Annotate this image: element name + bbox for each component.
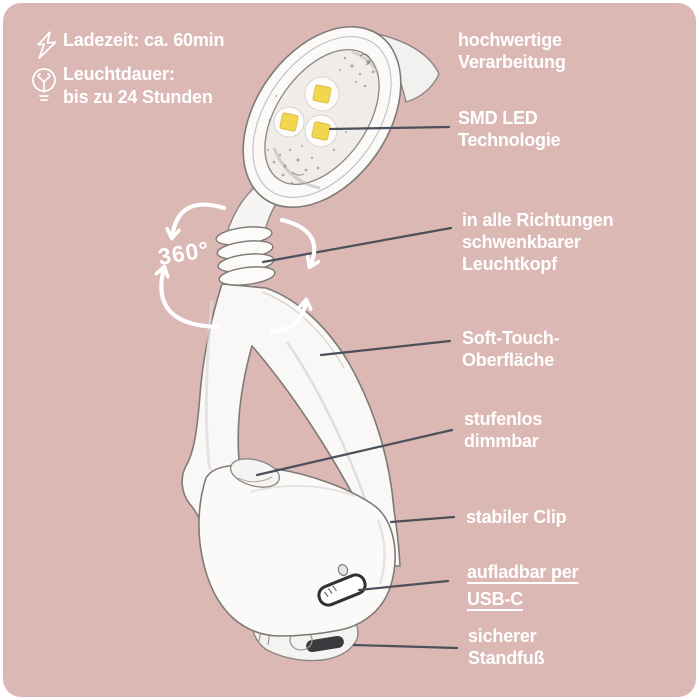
- arm-inner-line: [261, 291, 345, 369]
- led-chip: [279, 112, 299, 132]
- leader-line-usb-c: [357, 579, 450, 592]
- light-duration-text: Leuchtdauer: bis zu 24 Stunden: [63, 64, 213, 107]
- lightning-bolt-icon: [37, 31, 57, 59]
- leader-line-smd-led: [328, 125, 451, 131]
- feature-label-usb-c: aufladbar per USB-C: [467, 562, 579, 609]
- feature-label-verarbeitung: hochwertige Verarbeitung: [458, 30, 566, 72]
- leader-line-clip: [389, 515, 456, 524]
- lamp-head-rim: [252, 35, 392, 199]
- pillar-shading: [204, 299, 214, 471]
- rotation-arc-left: [161, 268, 221, 330]
- light-bulb-icon: [32, 68, 56, 101]
- leader-line-standfuss: [352, 643, 459, 650]
- feature-label-smd-led: SMD LED Technologie: [458, 108, 561, 150]
- gooseneck-rib: [218, 266, 276, 286]
- body-shading: [249, 484, 356, 497]
- rotation-arc-top-left: [172, 202, 227, 237]
- usb-c-port: [317, 573, 367, 607]
- leader-line-soft-touch: [319, 339, 452, 357]
- feature-label-schwenkbarer-leuchtkopf: in alle Richtungen schwenkbarer Leuchtko…: [462, 210, 614, 274]
- rotation-arrows: [161, 202, 314, 335]
- feature-label-soft-touch: Soft-Touch- Oberfläche: [462, 328, 560, 370]
- feature-label-standfuss: sicherer Standfuß: [468, 626, 545, 668]
- lens-sketch-squiggle: [359, 53, 371, 66]
- feature-label-dimmbar: stufenlos dimmbar: [464, 409, 543, 451]
- leader-line-schwenkbar: [261, 226, 453, 264]
- leader-line-dimmbar: [255, 428, 454, 477]
- led-chip: [311, 121, 331, 141]
- lens-speckles: [267, 56, 375, 185]
- dimmer-button: [229, 458, 281, 488]
- charge-time-text: Ladezeit: ca. 60min: [63, 30, 225, 50]
- lens-sketch-squiggle: [291, 171, 305, 176]
- rotation-arc-bottom-right: [269, 301, 306, 335]
- status-led: [337, 564, 349, 576]
- arm-shading: [285, 341, 369, 506]
- lens-shading: [272, 147, 321, 190]
- led-chip: [312, 84, 332, 104]
- body-shading: [376, 519, 386, 585]
- rotation-arc-right: [279, 217, 314, 266]
- feature-label-stabiler-clip: stabiler Clip: [466, 507, 567, 527]
